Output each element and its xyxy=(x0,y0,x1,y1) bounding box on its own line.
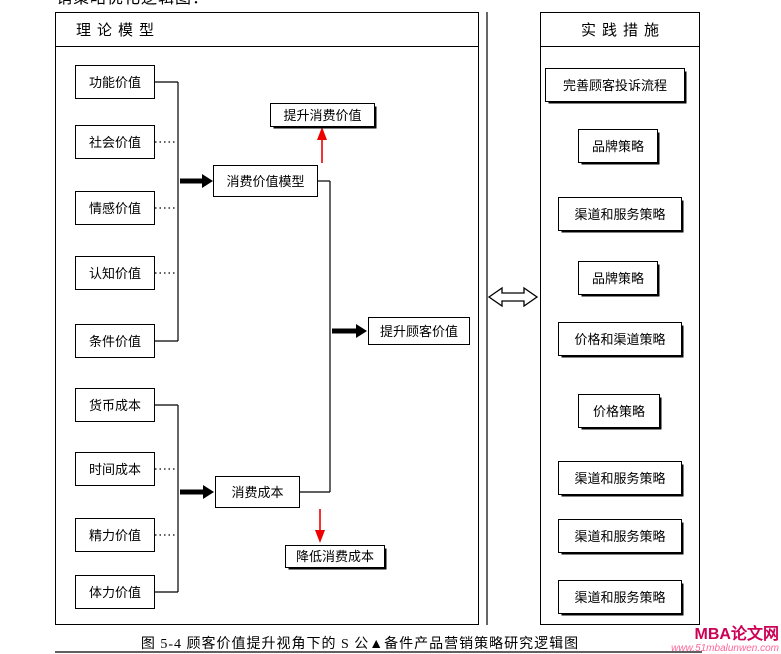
box-conditional-value: 条件价值 xyxy=(75,324,155,358)
theory-panel-title: 理论模型 xyxy=(56,13,478,47)
box-consumption-cost: 消费成本 xyxy=(215,476,300,508)
watermark-url: www.51mbalunwen.com xyxy=(671,642,779,654)
box-physical-value: 体力价值 xyxy=(75,575,155,609)
practice-panel-title: 实践措施 xyxy=(541,13,699,47)
measure-box-brand-strategy-2: 品牌策略 xyxy=(578,261,658,295)
box-time-cost: 时间成本 xyxy=(75,452,155,486)
measure-box-channel-service-1: 渠道和服务策略 xyxy=(558,197,682,231)
box-functional-value: 功能价值 xyxy=(75,65,155,99)
bidirectional-arrow-icon xyxy=(487,286,539,308)
watermark-site-name: MBA论文网 xyxy=(694,625,779,643)
watermark: MBA论文网 www.51mbalunwen.com xyxy=(671,625,779,654)
box-emotional-value: 情感价值 xyxy=(75,191,155,225)
figure-caption: 图 5-4 顾客价值提升视角下的 S 公▲备件产品营销策略研究逻辑图 xyxy=(140,637,580,652)
box-raise-consumption-value: 提升消费价值 xyxy=(270,103,375,127)
measure-box-channel-service-3: 渠道和服务策略 xyxy=(558,519,682,553)
measure-box-channel-service-4: 渠道和服务策略 xyxy=(558,580,682,614)
box-consumption-value-model: 消费价值模型 xyxy=(213,165,318,197)
measure-box-channel-service-2: 渠道和服务策略 xyxy=(558,461,682,495)
box-social-value: 社会价值 xyxy=(75,125,155,159)
measure-box-price-strategy: 价格策略 xyxy=(578,394,660,428)
measure-box-complaint-process: 完善顾客投诉流程 xyxy=(545,68,685,102)
box-raise-customer-value: 提升顾客价值 xyxy=(368,317,470,345)
box-reduce-consumption-cost: 降低消费成本 xyxy=(285,545,385,568)
measure-box-price-channel: 价格和渠道策略 xyxy=(558,322,682,356)
box-energy-value: 精力价值 xyxy=(75,518,155,552)
box-monetary-cost: 货币成本 xyxy=(75,388,155,422)
top-clipped-text: 销策略优化逻辑图： xyxy=(56,0,209,7)
measure-box-brand-strategy-1: 品牌策略 xyxy=(578,129,658,163)
box-cognitive-value: 认知价值 xyxy=(75,256,155,290)
